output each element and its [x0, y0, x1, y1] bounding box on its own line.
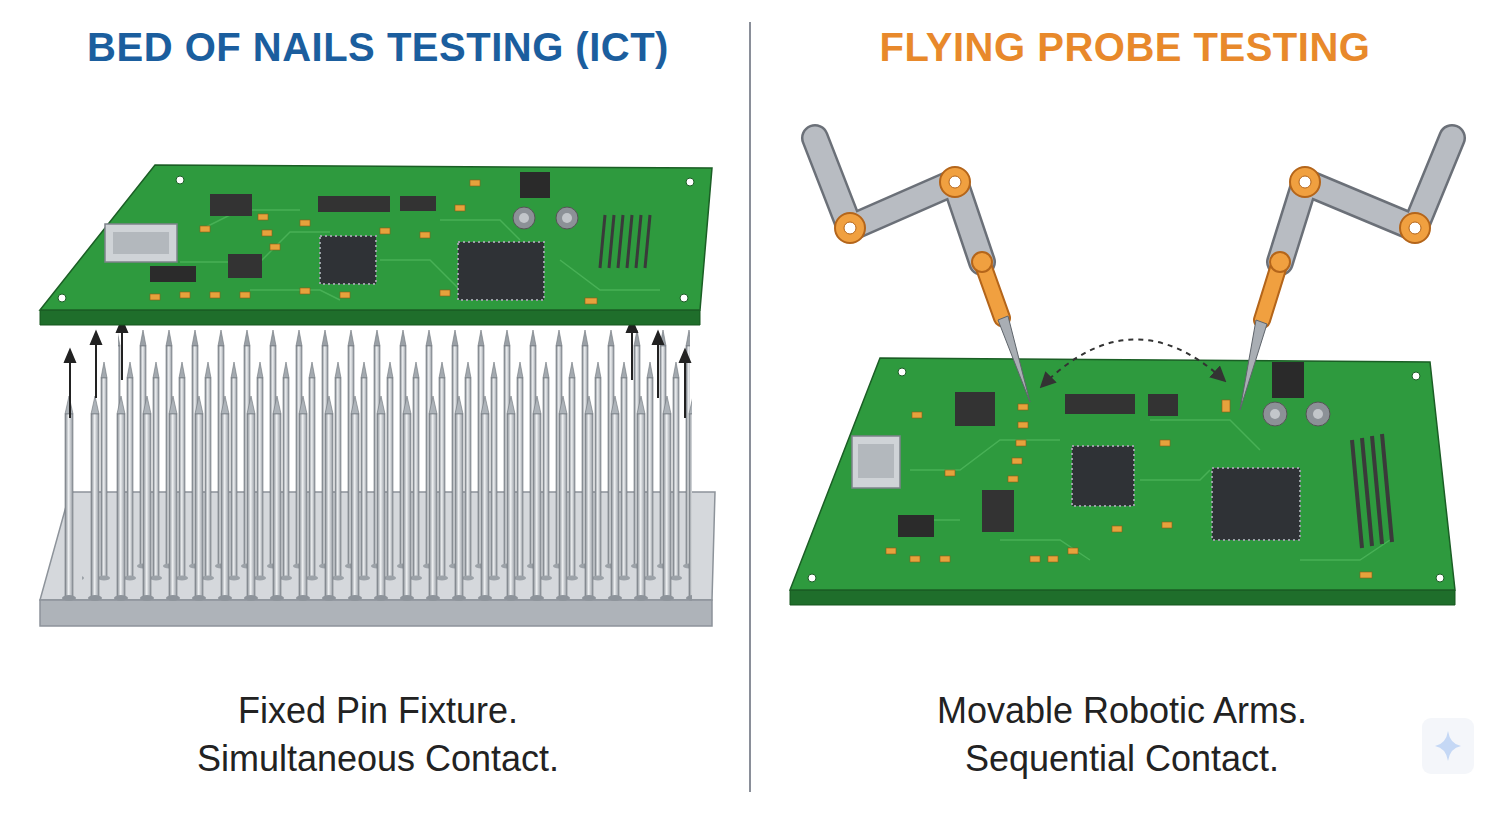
ic-chip [228, 254, 262, 278]
resistors [886, 400, 1372, 578]
arm-joint [835, 213, 865, 243]
ic-chip [1148, 394, 1178, 416]
section-title: BED OF NAILS TESTING (ICT) [87, 24, 669, 70]
arm-joint [1400, 213, 1430, 243]
nail-row [56, 396, 692, 602]
up-arrows [65, 320, 690, 418]
sparkle-mark [1422, 718, 1474, 774]
qfp-chip [458, 242, 544, 300]
qfp-chip [1072, 446, 1134, 506]
connector [105, 224, 177, 262]
ic-chip [955, 392, 995, 426]
ic-chip [1065, 394, 1135, 414]
resistors [150, 180, 597, 304]
section-title: FLYING PROBE TESTING [880, 24, 1371, 70]
ic-chip [898, 515, 934, 537]
ic-chip [210, 194, 252, 216]
arm-joint [940, 167, 970, 197]
component-block [520, 172, 550, 198]
probe-needle [998, 316, 1030, 402]
qfp-chip [320, 236, 376, 284]
divider-line [749, 22, 751, 792]
ic-chip [400, 196, 436, 211]
robotic-arm [815, 138, 1030, 402]
qfp-chip [1212, 468, 1300, 540]
caption-line: Sequential Contact. [965, 738, 1279, 779]
caption-line: Fixed Pin Fixture. [238, 690, 518, 731]
pcb-board [40, 165, 712, 325]
caption-line: Simultaneous Contact. [197, 738, 559, 779]
arm-joint [1290, 167, 1320, 197]
capacitor [1263, 402, 1287, 426]
ic-chip [982, 490, 1014, 532]
header-pins [600, 215, 650, 268]
ic-chip [150, 266, 196, 282]
ic-chip [318, 196, 390, 212]
connector [852, 436, 900, 488]
capacitor [1306, 402, 1330, 426]
component-block [1272, 362, 1304, 398]
header-pins [1352, 434, 1392, 548]
motion-arrow [1042, 339, 1224, 386]
robotic-arm [1240, 138, 1452, 410]
nail-fixture [40, 330, 715, 626]
pcb-board [790, 358, 1455, 605]
fixture-plate-edge [40, 600, 712, 626]
capacitor [556, 207, 578, 229]
caption-line: Movable Robotic Arms. [937, 690, 1307, 731]
capacitor [513, 207, 535, 229]
probe-needle [1240, 320, 1267, 410]
